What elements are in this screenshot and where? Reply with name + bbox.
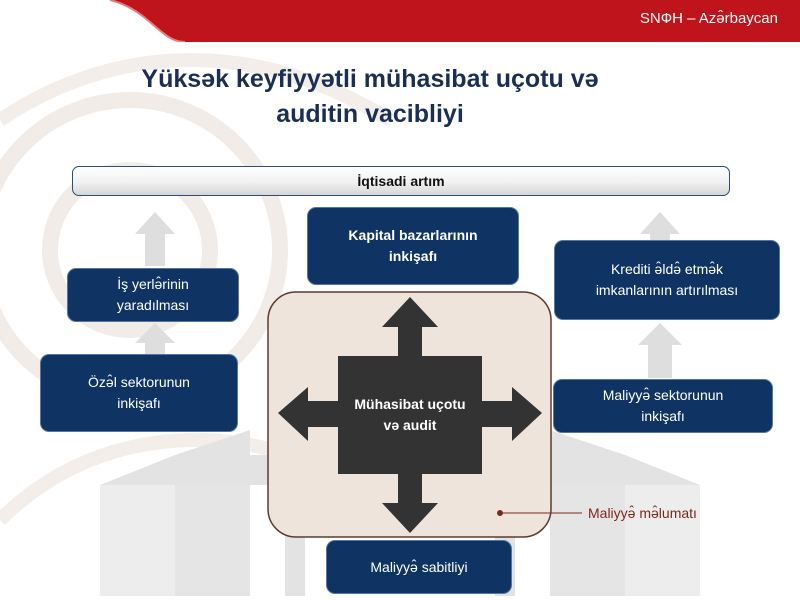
capital-markets-box: Kapital bazarlarının inkişafı [307, 207, 519, 285]
watermark-stroke [0, 53, 394, 126]
title-line-1: Yüksək keyfiyyətli mühasibat uçotu və [141, 65, 599, 93]
financial-information-label: Maliyyə̂ mə̂lumatı [588, 505, 697, 521]
watermark-stroke-2 [0, 433, 333, 525]
core-label: Mühasibat uçotu və audit [354, 396, 466, 433]
title-line-2: auditin vacibliyi [276, 100, 464, 128]
financial-sector-box: Maliyyə̂ sektorunun inkişafı [553, 379, 773, 433]
credit-access-box: Krediti ə̂ldə̂ etmə̂k imkanlarının artır… [554, 240, 780, 320]
financial-stability-box: Maliyyə̂ sabitliyi [326, 540, 512, 594]
private-sector-box: Özə̂l sektorunun inkişafı [40, 354, 238, 432]
economic-growth-bar: İqtisadi artım [72, 166, 730, 196]
page-title: Yüksək keyfiyyətli mühasibat uçotu və au… [80, 62, 660, 132]
brand-label: SNФH – Azə̂rbaycan [639, 10, 778, 27]
header-band [109, 0, 800, 42]
jobs-creation-box: İş yerlə̂rinin yaradılması [67, 268, 239, 322]
